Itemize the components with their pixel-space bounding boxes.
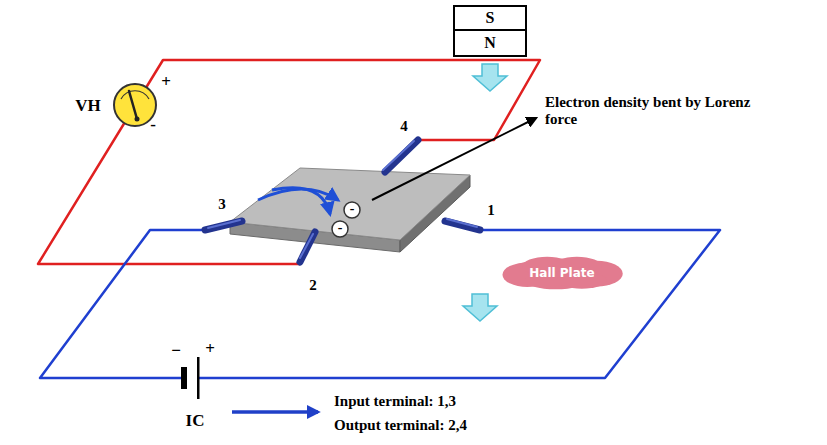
meter-needle (129, 91, 137, 119)
magnet-pole: N (453, 29, 527, 57)
leader-arrow (372, 118, 536, 200)
electron-flow-arrow (272, 188, 330, 214)
node-text: N (484, 34, 496, 52)
terminal-rod (205, 221, 242, 230)
input-wire (198, 230, 720, 378)
note-text: Output terminal: 2,4 (334, 417, 467, 434)
battery-polarity: + (205, 339, 215, 359)
polarity-sign: - (150, 115, 156, 135)
terminal-number: 4 (400, 118, 408, 135)
terminal-rod (385, 140, 418, 172)
current-symbol: IC (186, 411, 205, 431)
voltmeter (114, 84, 156, 126)
electron-charge: - (350, 201, 355, 217)
terminal-rod (300, 232, 315, 262)
electron-charge: - (338, 220, 343, 236)
flux-arrow (463, 294, 497, 321)
terminal-number: 3 (218, 196, 226, 213)
polarity-sign: + (161, 72, 171, 92)
terminal-number: 2 (309, 277, 317, 294)
node-text: Hall Plate (529, 266, 594, 280)
rod-highlight (300, 234, 313, 258)
rod-highlight (383, 141, 414, 170)
output-wire (38, 60, 540, 264)
electron-flow-arrow (258, 189, 338, 200)
note-arrow (232, 410, 318, 414)
battery-plate (197, 357, 200, 399)
callout-text: Electron density bent by Lorenz force (545, 94, 757, 129)
meter-scale (121, 91, 149, 99)
flux-arrow (473, 64, 507, 91)
meter-pivot (135, 117, 140, 122)
rod-highlight (447, 219, 477, 227)
magnet-pole: S (453, 5, 527, 31)
voltage-symbol: VH (75, 96, 101, 116)
hall-plate-tag: Hall Plate (500, 256, 624, 290)
battery-polarity: − (171, 341, 181, 361)
terminal-rods (205, 140, 480, 262)
plate-top (230, 168, 470, 240)
battery-plate (181, 367, 187, 389)
rod-highlight (208, 220, 240, 228)
input-wire (40, 230, 205, 378)
note-text: Input terminal: 1,3 (334, 393, 456, 410)
terminal-number: 1 (487, 202, 495, 219)
node-text: S (486, 9, 495, 27)
